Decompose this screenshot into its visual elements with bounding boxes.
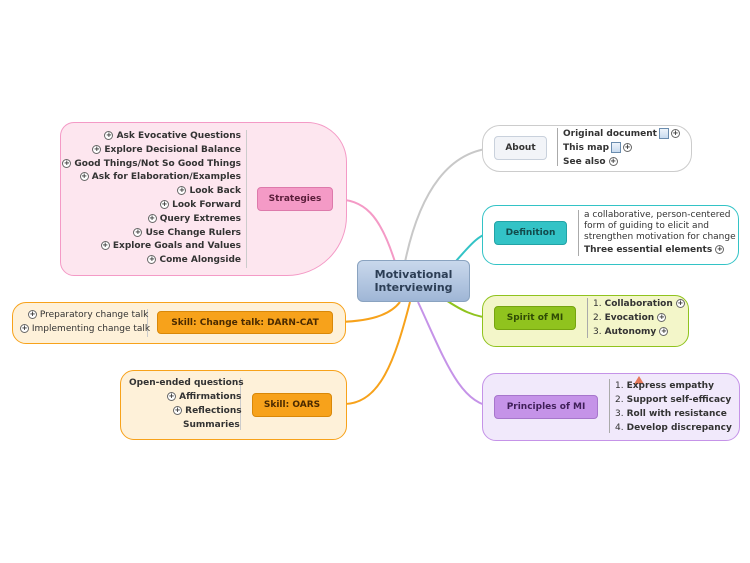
expand-icon[interactable]: + [79, 172, 89, 182]
oars-node[interactable]: Skill: OARS [252, 393, 332, 417]
definition-node[interactable]: Definition [494, 221, 567, 245]
about-region [482, 125, 692, 172]
oars-item-reflections[interactable]: + Reflections [173, 406, 242, 416]
expand-icon[interactable]: + [92, 144, 102, 154]
expand-icon[interactable]: + [159, 200, 169, 209]
about-item-original-document[interactable]: Original document+ [563, 128, 680, 139]
link-oars [343, 301, 411, 405]
spirit-bracket [587, 298, 588, 338]
central-topic[interactable]: Motivational Interviewing [357, 260, 470, 302]
expand-icon[interactable]: + [147, 213, 157, 223]
spirit-item-collaboration[interactable]: 1.Collaboration + [593, 299, 685, 309]
definition-item-three-elements[interactable]: Three essential elements + [584, 245, 725, 255]
strategies-item[interactable]: + Come Alongside [147, 255, 241, 266]
expand-icon[interactable]: + [62, 158, 72, 168]
definition-text-line-3: strengthen motivation for change [584, 232, 736, 242]
expand-icon[interactable]: + [623, 143, 633, 152]
definition-bracket [578, 210, 579, 256]
oars-item-open-ended[interactable]: Open-ended questions [129, 378, 244, 388]
principles-item-express-empathy[interactable]: 1.Express empathy [615, 381, 714, 391]
about-item-this-map[interactable]: This map+ [563, 142, 633, 153]
spirit-item-evocation[interactable]: 2.Evocation + [593, 313, 667, 323]
central-topic-title: Motivational Interviewing [374, 268, 453, 294]
expand-icon[interactable]: + [28, 310, 37, 319]
strategies-bracket [246, 130, 247, 268]
strategies-item[interactable]: + Explore Decisional Balance [92, 144, 241, 155]
document-icon [658, 128, 669, 139]
expand-icon[interactable]: + [659, 327, 669, 336]
oars-bracket [240, 378, 241, 430]
expand-icon[interactable]: + [104, 131, 114, 140]
strategies-item[interactable]: + Ask for Elaboration/Examples [79, 172, 241, 183]
principles-bracket [609, 379, 610, 433]
about-node[interactable]: About [494, 136, 547, 160]
expand-icon[interactable]: + [167, 392, 176, 401]
expand-icon[interactable]: + [657, 313, 667, 322]
darncat-item-preparatory[interactable]: + Preparatory change talk [28, 310, 149, 320]
about-bracket [557, 128, 558, 166]
link-about [404, 147, 496, 263]
strategies-node[interactable]: Strategies [257, 187, 333, 211]
strategies-item[interactable]: + Look Forward [159, 200, 241, 210]
about-item-see-also[interactable]: See also + [563, 157, 618, 167]
strategies-item[interactable]: + Look Back [177, 186, 241, 197]
strategies-item[interactable]: + Ask Evocative Questions [104, 131, 241, 141]
spirit-item-autonomy[interactable]: 3.Autonomy + [593, 327, 669, 337]
expand-icon[interactable]: + [100, 241, 110, 251]
principles-item-develop-discrepancy[interactable]: 4.Develop discrepancy [615, 423, 732, 433]
expand-icon[interactable]: + [670, 129, 680, 138]
document-icon [611, 142, 622, 153]
darncat-item-implementing[interactable]: + Implementing change talk [20, 324, 151, 334]
expand-icon[interactable]: + [147, 255, 157, 265]
flag-icon [634, 376, 644, 384]
expand-icon[interactable]: + [20, 324, 29, 333]
expand-icon[interactable]: + [177, 186, 187, 196]
strategies-item[interactable]: + Query Extremes [147, 213, 241, 224]
spirit-node[interactable]: Spirit of MI [494, 306, 576, 330]
definition-text-line-1: a collaborative, person-centered [584, 210, 731, 220]
darncat-node[interactable]: Skill: Change talk: DARN-CAT [157, 311, 333, 334]
oars-item-summaries[interactable]: Summaries [183, 420, 240, 430]
principles-item-support-self-efficacy[interactable]: 2.Support self-efficacy [615, 395, 732, 405]
principles-node[interactable]: Principles of MI [494, 395, 598, 419]
oars-item-affirmations[interactable]: + Affirmations [167, 392, 242, 402]
strategies-item[interactable]: + Good Things/Not So Good Things [62, 158, 241, 169]
definition-text-line-2: form of guiding to elicit and [584, 221, 709, 231]
principles-item-roll-with-resistance[interactable]: 3.Roll with resistance [615, 409, 727, 419]
expand-icon[interactable]: + [675, 299, 685, 308]
expand-icon[interactable]: + [133, 227, 143, 237]
expand-icon[interactable]: + [715, 245, 725, 254]
strategies-item[interactable]: + Use Change Rulers [133, 227, 241, 238]
expand-icon[interactable]: + [608, 157, 618, 166]
strategies-item[interactable]: + Explore Goals and Values [100, 241, 241, 252]
darncat-bracket [147, 309, 148, 337]
expand-icon[interactable]: + [173, 406, 182, 415]
